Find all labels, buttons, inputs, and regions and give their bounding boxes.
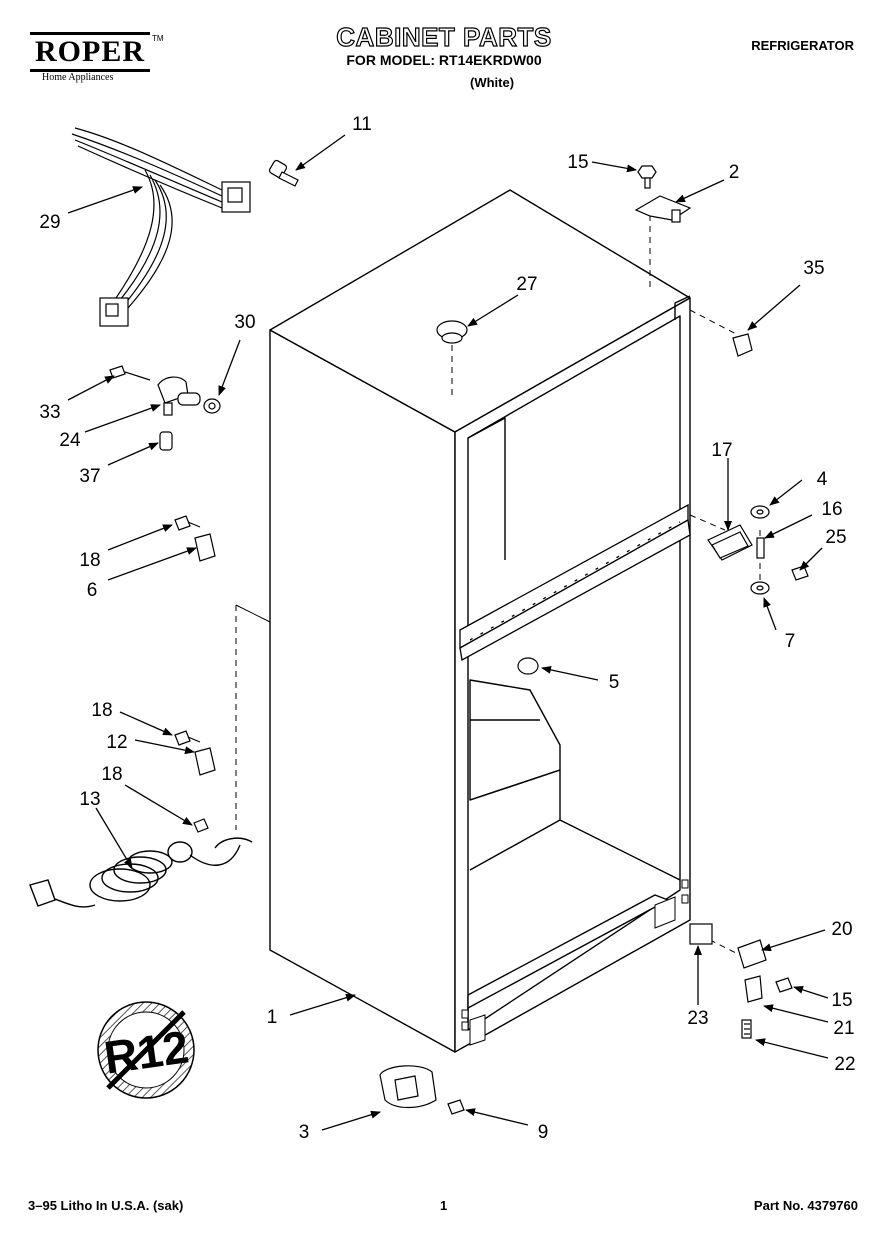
callout-label: 22 — [834, 1054, 855, 1075]
cabinet-shell — [269, 189, 691, 1053]
callout-label: 9 — [538, 1122, 549, 1143]
callout-label: 33 — [39, 402, 60, 423]
bracket-12-part — [174, 730, 216, 833]
callout-label: 18 — [101, 764, 122, 785]
callout-label: 16 — [821, 499, 842, 520]
brand-tagline: Home Appliances — [42, 72, 114, 83]
wire-harness-part — [71, 127, 251, 327]
callout-label: 25 — [825, 527, 846, 548]
appliance-category: REFRIGERATOR — [751, 38, 854, 53]
top-hinge-part — [634, 195, 692, 223]
callout-label: 30 — [234, 312, 255, 333]
callout-labels: 11 29 15 2 27 35 30 33 24 37 17 4 16 25 … — [39, 114, 855, 1143]
callout-label: 23 — [687, 1008, 708, 1029]
bottom-hinge-assembly-part — [689, 923, 793, 1039]
mullion-bar — [459, 503, 691, 662]
callout-label: 18 — [91, 700, 112, 721]
roper-logo: ROPER TM Home Appliances — [30, 32, 164, 83]
page-number: 1 — [440, 1198, 448, 1213]
callout-label: 24 — [59, 430, 81, 451]
panel-edge-line — [235, 604, 271, 623]
print-info: 3–95 Litho In U.S.A. (sak) — [28, 1198, 184, 1213]
brand-name: ROPER — [30, 32, 150, 72]
callout-label: 11 — [352, 114, 372, 135]
cap-35-part — [732, 333, 753, 357]
center-hinge-assembly-part — [707, 505, 809, 595]
callout-label: 35 — [803, 258, 824, 279]
callout-label: 20 — [831, 919, 852, 940]
screw-11-part — [268, 159, 299, 187]
callout-label: 3 — [299, 1122, 310, 1143]
bottom-hinge-slots — [461, 879, 689, 1046]
callout-label: 5 — [609, 672, 620, 693]
callout-label: 6 — [87, 580, 98, 601]
callout-label: 21 — [833, 1018, 854, 1039]
color-note: (White) — [470, 75, 515, 90]
model-line: FOR MODEL: RT14EKRDW00 — [346, 52, 542, 68]
callout-label: 7 — [785, 631, 796, 652]
callout-label: 27 — [516, 274, 537, 295]
callout-label: 18 — [79, 550, 100, 571]
callout-label: 15 — [831, 990, 852, 1011]
callout-label: 13 — [79, 789, 100, 810]
leveling-bracket-part — [379, 1065, 465, 1115]
callout-label: 15 — [567, 152, 588, 173]
power-cord-part — [29, 837, 253, 908]
callout-label: 37 — [79, 466, 100, 487]
leader-arrows — [67, 134, 829, 1131]
callout-label: 29 — [39, 212, 60, 233]
plug-5-part — [517, 657, 539, 675]
screw-15-top-part — [637, 165, 657, 189]
callout-label: 12 — [106, 732, 127, 753]
callout-label: 4 — [817, 469, 828, 490]
page-title: CABINET PARTS — [336, 21, 552, 52]
r12-badge: R12 — [97, 1001, 195, 1099]
callout-label: 1 — [267, 1007, 278, 1028]
callout-label: 2 — [729, 162, 740, 183]
callout-label: 17 — [711, 440, 732, 461]
plug-27-part — [436, 320, 468, 344]
trademark-mark: TM — [152, 34, 164, 43]
bracket-6-part — [174, 515, 216, 562]
part-number: Part No. 4379760 — [753, 1198, 858, 1213]
hinge-pin-assembly-part — [109, 365, 221, 451]
